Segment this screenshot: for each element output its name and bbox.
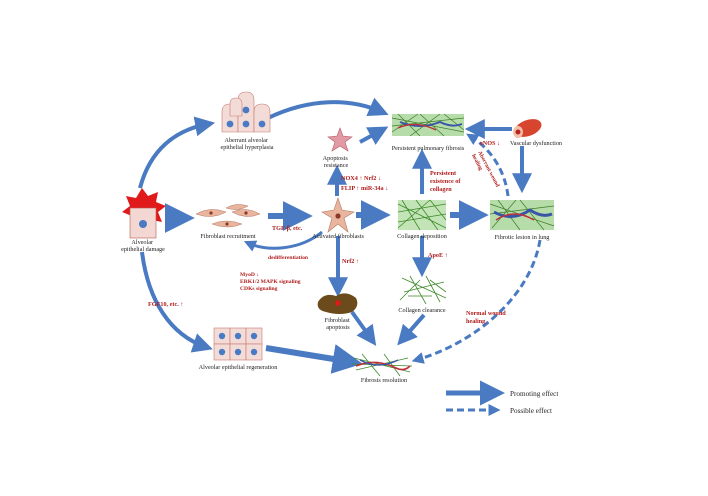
arrows [138,97,542,374]
fibrosis-resolution-label: Fibrosis resolution [361,377,407,384]
persistent-fibrosis-icon [391,113,465,137]
nox4-label: NOX4 ↑ Nrf2 ↓ [341,175,381,182]
aberrant-hyperplasia-icon [221,91,271,133]
flip-label: FLIP ↑ miR-34a ↓ [341,185,388,192]
arrow-fibroblast-apoptosis-to-resolution [350,310,377,346]
alveolar-damage-icon [122,188,166,239]
alveolar-damage-line2: epithelial damage [121,246,165,253]
alveolar-damage-line1: Alveolar [131,239,153,246]
collagen-deposition-icon [397,199,447,231]
vascular-dysfunction-icon [513,119,542,138]
fibroblast-apoptosis-label: Fibroblast apoptosis [325,317,352,331]
legend: Promoting effect Possible effect [446,380,558,416]
activated-fibroblast-icon [321,197,355,233]
arrow-lesion-to-resolution-dashed [411,239,542,364]
fibroblast-recruitment-label: Fibroblast recruitment [200,233,255,240]
apoptosis-resistance-line1: Apoptosis [323,155,349,162]
myod-line2: ERK1/2 MAPK signaling [240,279,301,285]
myod-line3: CDKs signaling [240,286,278,292]
tgf-label: TGF-β, etc. [272,225,303,232]
normal-wound-line2: healing [466,318,486,325]
fibrotic-lesion-icon [489,199,555,231]
aberrant-hyperplasia-label: Aberrant alveolar epithelial hyperplasia [220,137,273,151]
fibrotic-lesion-label: Fibrotic lesion in lung [495,234,550,241]
fgf10-label: FGF10, etc. ↑ [148,301,183,308]
apoptosis-resistance-icon [327,127,353,152]
myod-label: MyoD ↓ ERK1/2 MAPK signaling CDKs signal… [240,272,302,292]
arrow-damage-to-regeneration [140,251,213,353]
alveolar-regeneration-label: Alveolar epithelial regeneration [199,364,278,371]
arrow-clearance-to-resolution [397,313,426,346]
fibroblast-apoptosis-line2: apoptosis [326,324,350,331]
apoptosis-resistance-label: Apoptosis resistance [323,155,350,169]
arrow-resistance-to-persistent-fibrosis [359,126,389,145]
arrow-activated-dedifferentiation [243,230,323,252]
enos-label: eNOS ↓ [480,140,500,147]
persistent-collagen-line1: Persistent [430,170,457,177]
fibrosis-resolution-icon [351,353,413,377]
persistent-collagen-label: Persistent existence of collagen [430,170,462,193]
activated-fibroblasts-label: Activated fibroblasts [312,233,364,240]
collagen-clearance-icon [399,275,447,305]
fibroblast-recruitment-icon [195,204,261,228]
nrf2-up-label: Nrf2 ↑ [342,258,359,265]
alveolar-regeneration-icon [213,327,263,361]
collagen-clearance-label: Collagen clearance [398,307,445,314]
arrow-lesion-to-persistent-dashed [466,133,510,197]
fibroblast-apoptosis-icon [317,293,358,314]
vascular-dysfunction-label: Vascular dysfunction [510,140,562,147]
legend-possible-label: Possible effect [510,407,552,415]
arrow-regeneration-to-resolution [265,344,363,374]
normal-wound-line1: Normal wound [466,310,506,317]
alveolar-damage-label: Alveolar epithelial damage [121,239,165,253]
persistent-collagen-line2: existence of [430,178,461,185]
apoptosis-resistance-line2: resistance [324,162,349,169]
arrow-damage-to-hyperplasia [138,116,216,189]
persistent-collagen-line3: collagen [430,186,452,193]
normal-wound-label: Normal wound healing [466,310,507,325]
apoe-label: ApoE ↑ [428,252,448,259]
hyperplasia-line1: Aberrant alveolar [224,137,267,144]
collagen-deposition-label: Collagen deposition [397,233,447,240]
persistent-fibrosis-label: Persistent pulmonary fibrosis [392,145,465,152]
hyperplasia-line2: epithelial hyperplasia [220,144,273,151]
aberrant-wound-label: Aberrant wound healing [470,150,501,193]
legend-promoting-label: Promoting effect [510,390,558,398]
myod-line1: MyoD ↓ [240,272,259,278]
dedifferentiation-label: dedifferentiation [268,255,309,261]
fibroblast-apoptosis-line1: Fibroblast [325,317,350,324]
arrow-hyperplasia-to-persistent-fibrosis [267,97,389,120]
